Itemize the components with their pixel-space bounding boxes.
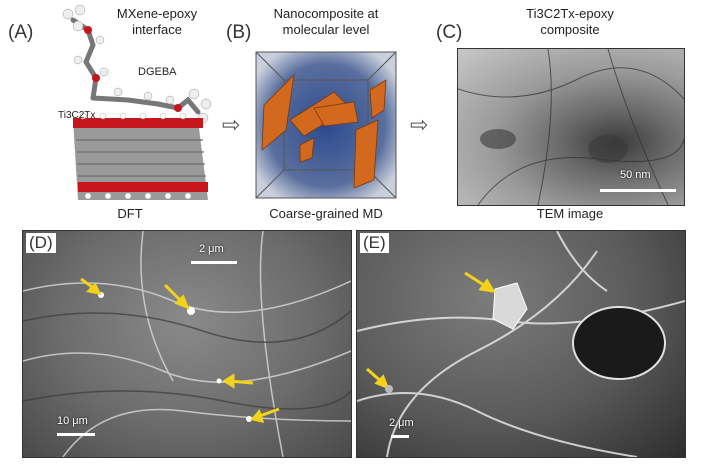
panel-c-title-line1: Ti3C2Tx-epoxy bbox=[526, 6, 614, 21]
particle-e bbox=[492, 282, 528, 330]
highlight-arrows-d bbox=[80, 277, 280, 424]
tem-scale-label: 50 nm bbox=[620, 169, 651, 181]
sem-image-e: (E) 2 μm bbox=[356, 230, 686, 458]
mxene-epoxy-dft-model bbox=[62, 4, 212, 200]
panel-e-label: (E) bbox=[360, 233, 389, 253]
panel-c-title-line2: composite bbox=[540, 22, 600, 37]
sem-e-scale-label: 2 μm bbox=[389, 417, 414, 429]
panel-b-caption: Coarse-grained MD bbox=[269, 206, 383, 221]
panel-a-title-line1: MXene-epoxy bbox=[116, 6, 198, 21]
dgeba-molecule bbox=[70, 17, 201, 115]
arrow-b-to-c: ⇨ bbox=[410, 112, 429, 137]
arrow-a-to-b: ⇨ bbox=[222, 112, 241, 137]
panel-a-caption: DFT bbox=[117, 206, 143, 221]
panel-c-caption: TEM image bbox=[536, 206, 604, 221]
panel-b-title: Nanocomposite at molecular level bbox=[256, 6, 396, 38]
panel-c-title: Ti3C2Tx-epoxy composite bbox=[500, 6, 640, 38]
sem-e-scale-bar bbox=[391, 435, 409, 438]
panel-d-label: (D) bbox=[26, 233, 56, 253]
sem-d-scale-label-top: 2 μm bbox=[199, 243, 224, 255]
panel-a-title: MXene-epoxy interface bbox=[92, 6, 222, 38]
dark-cavity bbox=[572, 306, 666, 380]
panel-b-title-line2: molecular level bbox=[282, 22, 370, 37]
sem-d-scale-label-bottom: 10 μm bbox=[57, 415, 88, 427]
md-simulation-box bbox=[255, 51, 397, 199]
panel-c-label: (C) bbox=[436, 22, 463, 43]
panel-a-label: (A) bbox=[8, 22, 34, 43]
sem-d-scale-bar-bottom bbox=[57, 433, 95, 436]
panel-b-label: (B) bbox=[226, 22, 252, 43]
tem-image: 50 nm bbox=[457, 48, 685, 206]
dgeba-label: DGEBA bbox=[138, 66, 177, 78]
sem-image-d: (D) 2 μm 10 μm bbox=[22, 230, 352, 458]
mxene-label: Ti3C2Tx bbox=[58, 110, 96, 121]
panel-a-title-line2: interface bbox=[132, 22, 182, 37]
mxene-flakes bbox=[261, 73, 387, 189]
sem-d-scale-bar-top bbox=[191, 261, 237, 264]
highlight-arrows-e bbox=[366, 271, 496, 390]
mxene-slab bbox=[73, 112, 208, 200]
panel-b-title-line1: Nanocomposite at bbox=[273, 6, 379, 21]
tem-scale-bar bbox=[600, 189, 676, 192]
